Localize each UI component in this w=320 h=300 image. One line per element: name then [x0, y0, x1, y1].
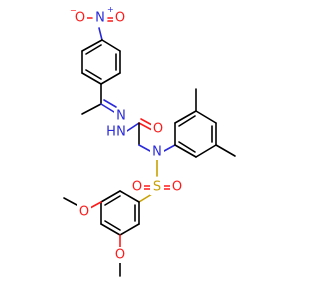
ring-nitrophenyl	[81, 39, 121, 85]
atom-n-amide: N	[116, 125, 126, 140]
molecule-structure-diagram: O − N + O N H N O N S O O O O	[63, 5, 236, 277]
bond-s-aryl	[138, 193, 153, 203]
charge-plus: +	[107, 5, 114, 14]
bond-n-aryl	[163, 144, 176, 152]
bond-methyl-right	[215, 144, 236, 157]
atom-n-imine: N	[116, 109, 126, 124]
ring-dimethoxyphenyl	[100, 190, 140, 236]
bond-o-methyl-upper	[63, 197, 78, 206]
atom-n-nitro: N	[95, 11, 105, 26]
atom-o-methoxy-lower: O	[115, 248, 125, 263]
bond-nh-carbonyl	[126, 122, 140, 132]
atom-o-nitro: O	[115, 11, 125, 26]
bond-c-n-imine-double	[103, 99, 117, 108]
atom-o-nitro-minus: O	[75, 11, 85, 26]
atom-n-sulfonamide: N	[152, 145, 162, 160]
bond-c-n-imine	[100, 103, 115, 113]
atom-labels: O − N + O N H N O N S O O O O	[70, 5, 184, 263]
bond-carbonyl-o	[138, 122, 153, 131]
atom-o-methoxy-upper: O	[79, 205, 89, 220]
atom-o-carbonyl: O	[153, 122, 163, 137]
atom-h-amide: H	[106, 125, 116, 140]
bond-n-nitro-c	[98, 27, 103, 41]
bonds	[63, 17, 236, 277]
charge-minus: −	[70, 6, 77, 15]
atom-o-sulfonyl-left: O	[132, 180, 142, 195]
atom-o-sulfonyl-right: O	[172, 180, 182, 195]
bond-ring-o-methoxy-upper	[89, 201, 102, 209]
bond-carbonyl-o-double	[140, 118, 153, 126]
ring-dimethylphenyl	[174, 110, 217, 158]
atom-s-sulfonyl: S	[153, 180, 161, 195]
bond-c-methyl	[81, 103, 102, 115]
bond-ch2-n	[138, 144, 151, 152]
